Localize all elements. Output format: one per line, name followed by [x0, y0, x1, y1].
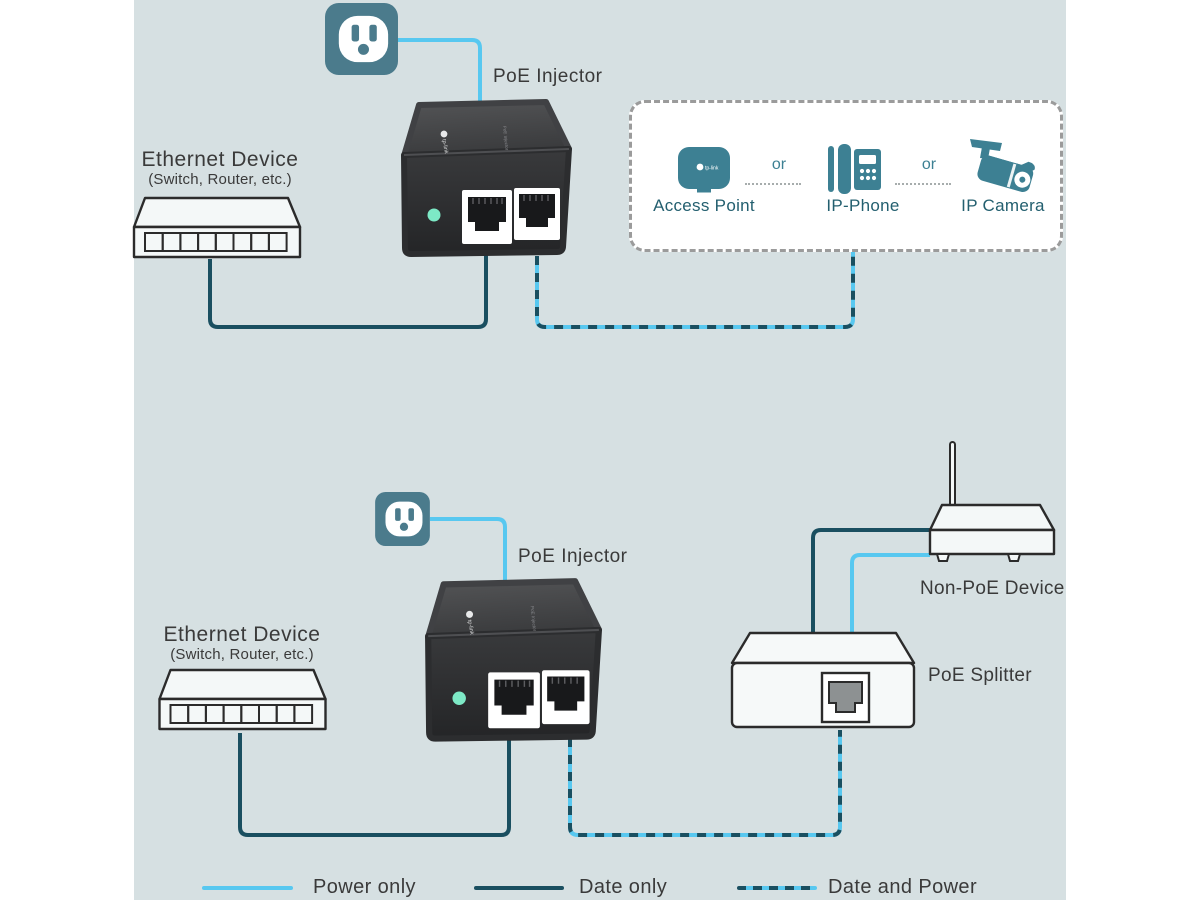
ethernet-device-sublabel-top: (Switch, Router, etc.): [148, 171, 292, 188]
legend-data-power-line: [737, 885, 817, 890]
ip-camera-icon: [970, 139, 1035, 193]
poe-splitter-drawing: [730, 631, 916, 729]
non-poe-device-drawing: [928, 441, 1056, 562]
ip-phone-label: IP-Phone: [826, 196, 900, 215]
ethernet-device-label-top: Ethernet Device: [141, 148, 299, 171]
access-point-label: Access Point: [653, 196, 755, 215]
ethernet-device-sublabel-bottom: (Switch, Router, etc.): [170, 646, 314, 663]
power-outlet-icon: [325, 3, 398, 75]
poe-injector-label-top: PoE Injector: [493, 66, 603, 87]
legend-item-power-only: Power only: [202, 876, 416, 899]
non-poe-device-label: Non-PoE Device: [920, 578, 1065, 599]
legend-data-line: [474, 885, 564, 890]
or-dotted-line-2: [895, 175, 951, 185]
ip-camera-label: IP Camera: [961, 196, 1045, 215]
or-separator-2: or: [895, 156, 959, 185]
poe-splitter-label: PoE Splitter: [928, 665, 1032, 686]
or-dotted-line-1: [745, 175, 801, 185]
legend-power-label: Power only: [313, 876, 416, 898]
legend-item-data-and-power: Date and Power: [737, 876, 977, 899]
legend-item-data-only: Date only: [474, 876, 667, 899]
ethernet-device-label-bottom: Ethernet Device: [163, 623, 321, 646]
ethernet-switch-drawing-top: [132, 196, 304, 260]
or-separator-1: or: [745, 156, 809, 185]
ethernet-switch-drawing-bottom: [156, 668, 331, 732]
poe-injector-device-top: [400, 98, 572, 262]
poe-injector-device-bottom: [424, 577, 602, 747]
poe-injector-label-bottom: PoE Injector: [518, 546, 628, 567]
ip-phone-icon: [828, 144, 881, 194]
legend-data-power-label: Date and Power: [828, 876, 978, 898]
access-point-icon: tp-link: [678, 147, 730, 193]
legend-power-line: [202, 885, 293, 890]
legend-data-label: Date only: [579, 876, 668, 898]
or-text-1: or: [771, 156, 787, 173]
svg-text:tp-link: tp-link: [705, 166, 719, 172]
power-outlet-icon-bottom: [373, 492, 432, 546]
or-text-2: or: [921, 156, 937, 173]
